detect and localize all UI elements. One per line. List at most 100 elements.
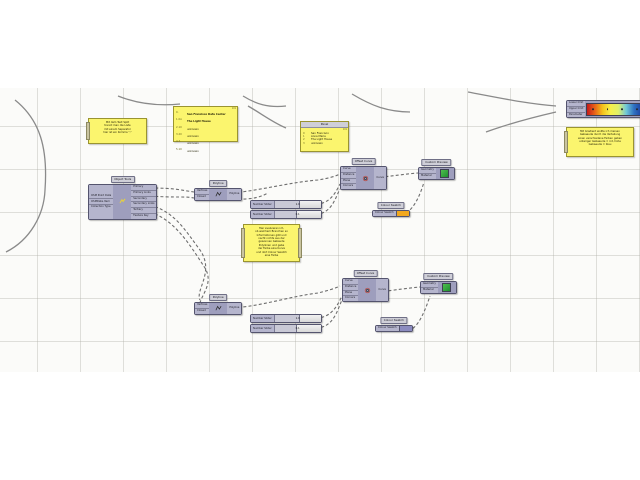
port-in[interactable]: Collection Type — [91, 205, 111, 209]
port-in[interactable]: Curve — [343, 279, 359, 285]
gradient-ramp-icon[interactable] — [586, 102, 640, 116]
port-out[interactable]: Feature Key — [133, 214, 149, 217]
gradient-area[interactable] — [585, 101, 640, 118]
node-inputs[interactable]: Geometry Material — [419, 168, 436, 179]
slider-track[interactable]: 1.0 — [274, 201, 321, 208]
port-in[interactable]: Vertices — [195, 189, 210, 195]
node-body[interactable]: Vertices Closed Polyline — [194, 302, 243, 315]
slider-track[interactable]: 0.1 — [274, 325, 321, 332]
node-outputs[interactable]: Curve — [376, 279, 388, 302]
node-body[interactable]: Curve Distance Plane Corners Curve — [342, 278, 389, 303]
gradient-stop[interactable] — [621, 108, 624, 110]
preview-material-swatch[interactable] — [440, 168, 450, 178]
port-in[interactable]: Distance — [343, 285, 359, 291]
node-inputs[interactable]: Curve Distance Plane Corners — [343, 279, 359, 302]
node-offset-curve-2[interactable]: Offset Curve Curve Distance Plane Corner… — [342, 270, 389, 303]
preview-material-swatch[interactable] — [442, 282, 452, 292]
slider-number-1[interactable]: Number Slider 1.0 — [250, 200, 322, 209]
node-object-tools[interactable]: Object Tools OSM Point Data OSMData.Item… — [88, 176, 158, 220]
node-body[interactable]: Colour Swatch — [375, 325, 413, 332]
panel-edge-right — [298, 228, 302, 258]
node-polyline-1[interactable]: Polyline Vertices Closed Polyline — [194, 180, 243, 201]
node-outputs[interactable]: Primary Primary Links Secondary Secondar… — [131, 185, 157, 219]
panel-note-center-text: Hier evaluieren ich, ob welchem Branchen… — [255, 227, 288, 257]
gradient-stop[interactable] — [591, 108, 594, 110]
port-in[interactable]: Material — [421, 173, 432, 177]
node-custom-preview-2-label: Custom Preview — [423, 273, 454, 280]
port-out[interactable]: Secondary — [131, 197, 157, 203]
node-inputs[interactable]: Vertices Closed — [195, 189, 210, 200]
port-in[interactable]: Corners — [343, 184, 354, 188]
node-body[interactable]: Vertices Closed Polyline — [194, 188, 243, 201]
slider-knob[interactable] — [295, 325, 298, 332]
port-in[interactable]: Distance — [341, 173, 357, 179]
node-inputs[interactable]: Colour Swatch — [373, 211, 396, 216]
node-colour-swatch-1[interactable]: Colour Swatch Colour Swatch — [372, 202, 410, 217]
node-inputs[interactable]: Vertices Closed — [195, 303, 210, 314]
slider-number-2[interactable]: Number Slider 0.1 — [250, 210, 322, 219]
port-in[interactable]: Colour Swatch — [375, 211, 394, 215]
node-body[interactable]: OSM Point Data OSMData.Item Collection T… — [88, 184, 158, 220]
node-gradient[interactable]: Lower limit Upper limit Parameter — [566, 100, 640, 119]
port-out[interactable]: Curve — [376, 175, 384, 179]
colour-swatch-button-2[interactable] — [398, 326, 412, 331]
port-in[interactable]: Plane — [343, 291, 359, 297]
gradient-stop[interactable] — [636, 108, 638, 110]
node-custom-preview-1[interactable]: Custom Preview Geometry Material — [418, 159, 455, 180]
slider-knob[interactable] — [295, 211, 298, 218]
port-in[interactable]: Parameter — [569, 112, 583, 116]
panel-note-right[interactable]: Mit Gradient wollte ich meinen Gebaeude … — [564, 127, 634, 157]
panel-note-left[interactable]: Mit dem Text Split trennt man die Liste … — [86, 118, 147, 144]
port-in[interactable]: OSMData.Item — [89, 199, 114, 206]
slider-number-4[interactable]: Number Slider 0.1 — [250, 324, 322, 333]
port-in[interactable]: Material — [423, 287, 434, 291]
port-in[interactable]: Colour Swatch — [378, 326, 397, 330]
slider-track[interactable]: 1.0 — [274, 315, 321, 322]
node-offset-curve-1[interactable]: Offset Curve Curve Distance Plane Corner… — [340, 158, 387, 191]
port-in[interactable]: Plane — [341, 179, 357, 185]
slider-knob[interactable] — [298, 315, 301, 322]
port-in[interactable]: Corners — [345, 296, 356, 300]
panel-list-top[interactable]: 101 0. San Francisco Data Center 1.0A Th… — [173, 106, 238, 153]
port-out[interactable]: Secondary Links — [131, 202, 157, 209]
node-outputs[interactable]: Polyline — [227, 303, 242, 314]
gradient-stop[interactable] — [606, 108, 609, 110]
slider-track[interactable]: 0.1 — [274, 211, 321, 218]
panel-note-center[interactable]: Hier evaluieren ich, ob welchem Branchen… — [241, 224, 302, 262]
node-polyline-2[interactable]: Polyline Vertices Closed Polyline — [194, 294, 243, 315]
port-in[interactable]: Geometry — [421, 282, 438, 288]
port-out[interactable]: Primary — [131, 185, 157, 191]
port-in[interactable]: Upper limit — [567, 107, 586, 113]
node-inputs[interactable]: Geometry Material — [421, 282, 438, 293]
port-out[interactable]: Polyline — [229, 305, 240, 309]
port-out[interactable]: Primary Links — [131, 191, 157, 197]
colour-swatch-button-1[interactable] — [395, 211, 409, 216]
node-body[interactable]: Colour Swatch — [372, 210, 410, 217]
node-body[interactable]: Geometry Material — [420, 281, 457, 294]
port-in[interactable]: Curve — [341, 167, 357, 173]
panel-named[interactable]: Panel 101 0 San Francisco 1 Anna Maria 2… — [300, 121, 349, 152]
port-out[interactable]: Polyline — [229, 191, 240, 195]
node-body[interactable]: Geometry Material — [418, 167, 455, 180]
node-custom-preview-2[interactable]: Custom Preview Geometry Material — [420, 273, 457, 294]
slider-knob[interactable] — [298, 201, 301, 208]
node-inputs[interactable]: Colour Swatch — [376, 326, 399, 331]
slider-number-3[interactable]: Number Slider 1.0 — [250, 314, 322, 323]
port-out[interactable]: Curve — [378, 287, 386, 291]
node-inputs[interactable]: Lower limit Upper limit Parameter — [567, 101, 586, 118]
port-in[interactable]: Lower limit — [567, 101, 586, 107]
node-outputs[interactable]: Curve — [374, 167, 386, 190]
port-in[interactable]: Closed — [197, 308, 206, 312]
node-colour-swatch-2[interactable]: Colour Swatch Colour Swatch — [375, 317, 413, 332]
node-body[interactable]: Lower limit Upper limit Parameter — [566, 100, 640, 119]
slider-fill — [274, 211, 296, 218]
node-inputs[interactable]: OSM Point Data OSMData.Item Collection T… — [89, 185, 114, 219]
node-outputs[interactable]: Polyline — [227, 189, 242, 200]
node-body[interactable]: Curve Distance Plane Corners Curve — [340, 166, 387, 191]
port-in[interactable]: Closed — [197, 194, 206, 198]
port-in[interactable]: Geometry — [419, 168, 436, 174]
port-out[interactable]: Tertiary — [131, 208, 157, 214]
port-in[interactable]: OSM Point Data — [89, 194, 114, 200]
node-inputs[interactable]: Curve Distance Plane Corners — [341, 167, 357, 190]
